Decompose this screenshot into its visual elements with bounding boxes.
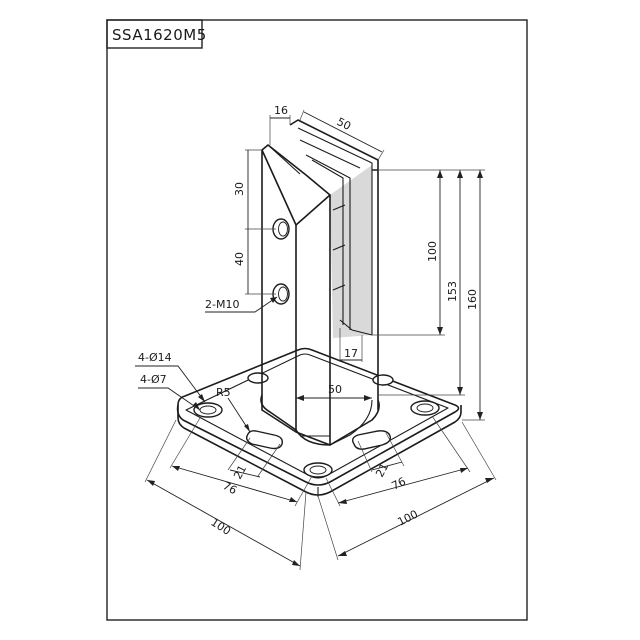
clamp-post	[260, 119, 380, 446]
dim-label-160: 160	[466, 289, 479, 310]
dim-label-50-post: 50	[328, 383, 342, 396]
dim-label-30: 30	[233, 182, 246, 196]
dim-head-width: 50	[299, 109, 385, 161]
dim-label-153: 153	[446, 281, 459, 302]
dim-label-100-right: 100	[395, 508, 420, 529]
dim-total-height: 160	[462, 170, 485, 421]
dim-label-16: 16	[274, 104, 288, 117]
large-holes-label: 4-Ø14	[138, 351, 172, 364]
dim-base-right: 100	[317, 421, 497, 561]
thread-callout-label: 2-M10	[205, 298, 239, 311]
adjustment-slot-right	[351, 430, 392, 450]
dim-slot-right: 21	[357, 432, 405, 479]
dim-label-21-left: 21	[231, 463, 249, 481]
callout-small-holes: 4-Ø7	[138, 373, 201, 411]
bolt-hole-upper	[272, 218, 290, 240]
drawing-border	[106, 19, 528, 621]
corner-radius-label: R5	[216, 386, 231, 399]
dim-label-50-top: 50	[335, 115, 353, 133]
dim-pitch-left: 76	[169, 417, 313, 507]
dim-slot-width: 16	[269, 104, 291, 145]
dim-label-40: 40	[233, 252, 246, 266]
adjustment-slot-left	[245, 430, 284, 450]
dim-slot-left: 21	[227, 437, 281, 481]
model-code: SSA1620M5	[112, 26, 207, 44]
title-block: SSA1620M5	[106, 19, 207, 49]
dim-slot-offset: 17	[339, 328, 363, 362]
small-holes-label: 4-Ø7	[140, 373, 167, 386]
mounting-hole-front	[303, 462, 333, 478]
dim-bolt-height: 153	[378, 170, 465, 396]
dim-hole-spacing: 40	[233, 229, 276, 295]
mounting-hole-left	[193, 402, 223, 418]
dim-hole-spacing-top: 30	[233, 149, 276, 230]
callout-corner-radius: R5	[216, 386, 251, 433]
dim-label-76-right: 76	[390, 475, 408, 493]
dim-pitch-right: 76	[325, 415, 471, 507]
callout-thread: 2-M10	[205, 296, 278, 313]
dim-label-100-left: 100	[208, 516, 233, 538]
dim-label-100-vertical: 100	[426, 241, 439, 262]
dim-post-width: 50	[296, 383, 372, 401]
dim-label-76-left: 76	[221, 479, 239, 497]
dim-glass-depth: 100	[372, 169, 485, 336]
dim-label-17: 17	[344, 347, 358, 360]
callout-large-holes: 4-Ø14	[135, 351, 206, 403]
mounting-hole-right	[410, 400, 440, 416]
base-plate	[176, 347, 462, 497]
dim-label-21-right: 21	[373, 461, 391, 479]
